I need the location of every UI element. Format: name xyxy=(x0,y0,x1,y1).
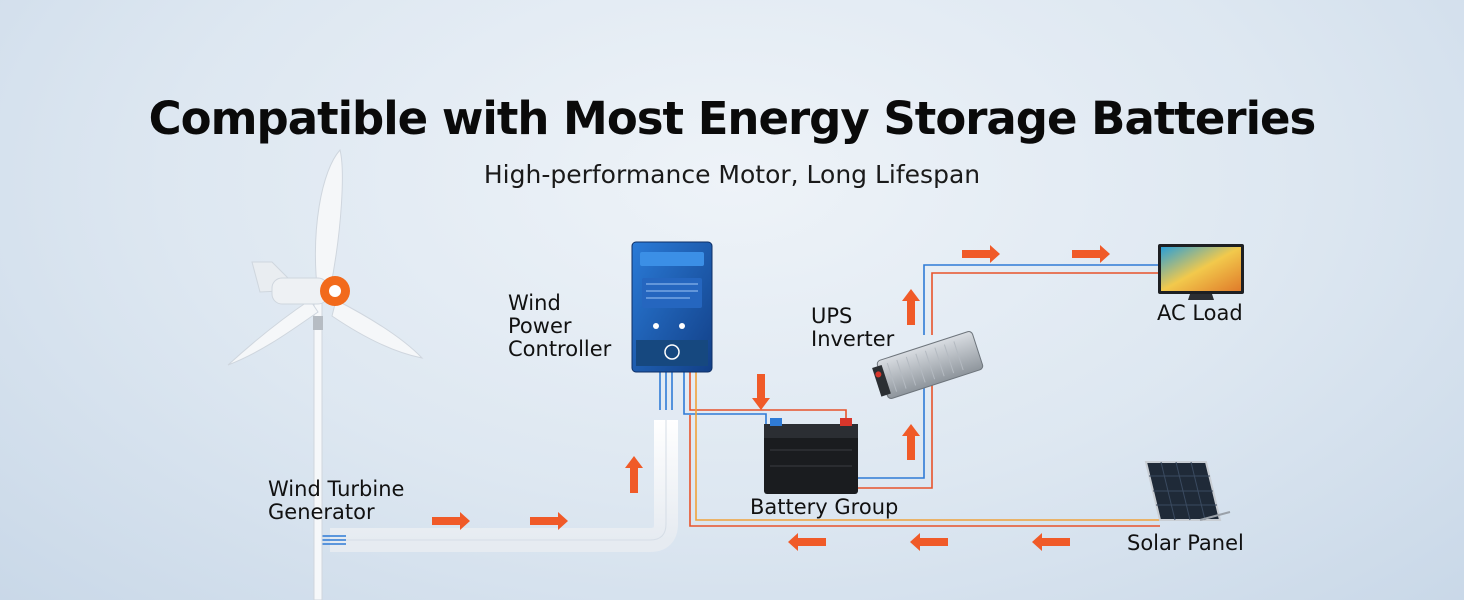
controller-icon xyxy=(631,241,713,373)
arrow-right-icon xyxy=(1072,245,1110,263)
inverter-icon xyxy=(872,331,984,399)
label-ac-load: AC Load xyxy=(1157,301,1243,325)
arrow-right-icon xyxy=(962,245,1000,263)
arrow-left-icon xyxy=(788,533,826,551)
turbine-cable xyxy=(322,420,678,552)
monitor-icon xyxy=(1158,244,1244,300)
label-wind-turbine-generator: Wind Turbine Generator xyxy=(268,477,405,524)
label-solar-panel: Solar Panel xyxy=(1127,531,1244,555)
arrow-left-icon xyxy=(1032,533,1070,551)
arrow-left-icon xyxy=(910,533,948,551)
arrow-up-icon xyxy=(625,456,643,493)
label-ups-inverter: UPS Inverter xyxy=(811,304,895,351)
wind-turbine-icon xyxy=(227,148,424,600)
arrow-up-icon xyxy=(902,289,920,325)
label-battery-group: Battery Group xyxy=(750,495,899,519)
arrow-down-icon xyxy=(752,374,770,410)
page-title: Compatible with Most Energy Storage Batt… xyxy=(148,92,1317,145)
arrow-up-icon xyxy=(902,424,920,460)
arrow-right-icon xyxy=(530,512,568,530)
wiring xyxy=(659,264,1165,527)
solar-panel-icon xyxy=(1144,461,1231,521)
page-subtitle: High-performance Motor, Long Lifespan xyxy=(483,160,981,189)
label-wind-power-controller: Wind Power Controller xyxy=(508,291,612,361)
battery-icon xyxy=(764,418,858,494)
flow-arrows xyxy=(432,245,1110,551)
arrow-right-icon xyxy=(432,512,470,530)
